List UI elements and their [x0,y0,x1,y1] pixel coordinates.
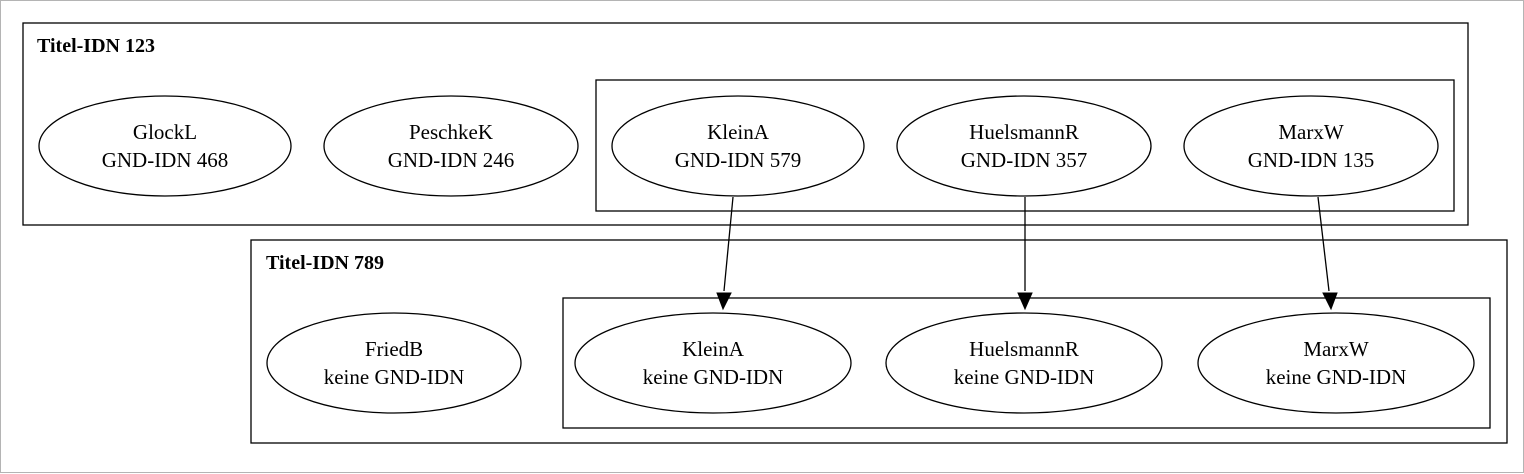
node-kleina-789-shape [574,312,852,414]
node-huelsmannr-789-id: keine GND-IDN [954,365,1095,389]
node-huelsmannr-123-name: HuelsmannR [969,120,1079,144]
node-glockl-shape [38,95,292,197]
edge-klein-arrowhead [716,292,732,311]
node-friedb: FriedB keine GND-IDN [266,312,522,414]
cluster-titel-789 [250,239,1508,444]
cluster-titel-789-title: Titel-IDN 789 [266,252,384,274]
cluster-titel-123 [22,22,1469,226]
node-friedb-id: keine GND-IDN [324,365,465,389]
node-marxw-789: MarxW keine GND-IDN [1197,312,1475,414]
node-kleina-789: KleinA keine GND-IDN [574,312,852,414]
node-friedb-shape [266,312,522,414]
node-kleina-123-shape [611,95,865,197]
node-friedb-name: FriedB [365,337,423,361]
node-marxw-789-shape [1197,312,1475,414]
node-kleina-123: KleinA GND-IDN 579 [611,95,865,197]
node-marxw-123-shape [1183,95,1439,197]
node-peschkek-name: PeschkeK [409,120,493,144]
node-marxw-123: MarxW GND-IDN 135 [1183,95,1439,197]
node-huelsmannr-789: HuelsmannR keine GND-IDN [885,312,1163,414]
node-peschkek: PeschkeK GND-IDN 246 [323,95,579,197]
node-peschkek-shape [323,95,579,197]
node-huelsmannr-123: HuelsmannR GND-IDN 357 [896,95,1152,197]
node-kleina-789-name: KleinA [682,337,745,361]
node-glockl-id: GND-IDN 468 [102,148,229,172]
node-marxw-789-name: MarxW [1303,337,1368,361]
node-peschkek-id: GND-IDN 246 [388,148,515,172]
node-marxw-789-id: keine GND-IDN [1266,365,1407,389]
node-kleina-123-id: GND-IDN 579 [675,148,802,172]
node-marxw-123-name: MarxW [1278,120,1343,144]
node-huelsmannr-123-shape [896,95,1152,197]
node-glockl: GlockL GND-IDN 468 [38,95,292,197]
node-kleina-123-name: KleinA [707,120,770,144]
node-huelsmannr-789-shape [885,312,1163,414]
node-kleina-789-id: keine GND-IDN [643,365,784,389]
edge-klein [723,196,734,292]
node-marxw-123-id: GND-IDN 135 [1248,148,1375,172]
edge-huelsmann-arrowhead [1017,292,1033,311]
edge-marx-arrowhead [1322,292,1338,311]
cluster-titel-123-title: Titel-IDN 123 [37,35,155,57]
edge-marx [1317,196,1330,292]
node-glockl-name: GlockL [133,120,197,144]
node-huelsmannr-789-name: HuelsmannR [969,337,1079,361]
node-huelsmannr-123-id: GND-IDN 357 [961,148,1088,172]
